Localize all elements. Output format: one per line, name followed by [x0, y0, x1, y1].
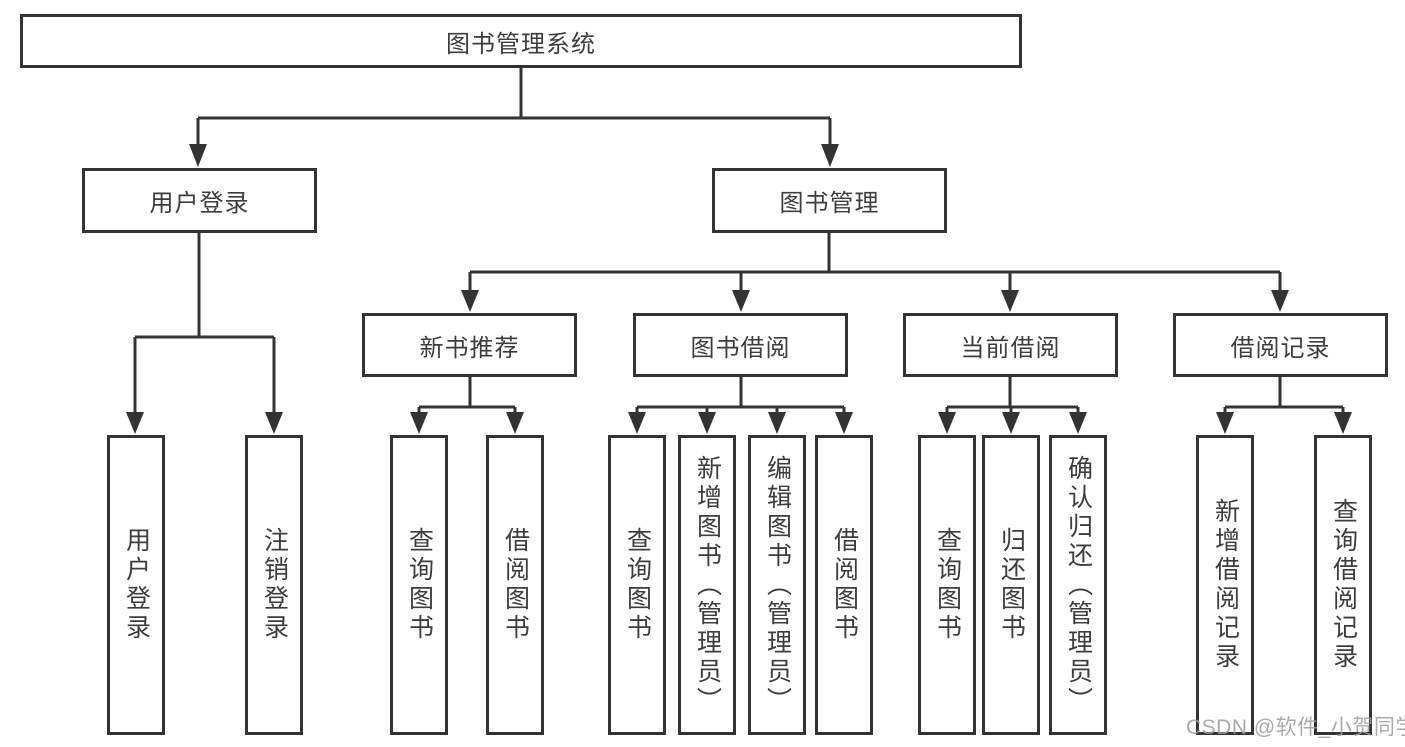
leaf-edit-books-admin-label: 编辑图书（管理员）: [763, 454, 792, 716]
leaf-borrow-books-2: 借阅图书: [815, 435, 873, 735]
leaf-logout-label: 注销登录: [260, 527, 289, 643]
leaf-add-books-admin: 新增图书（管理员）: [678, 435, 736, 735]
leaf-add-borrow-record-label: 新增借阅记录: [1211, 498, 1240, 672]
node-current-borrow: 当前借阅: [903, 313, 1118, 377]
leaf-query-books-3-label: 查询图书: [933, 527, 962, 643]
node-user-login: 用户登录: [82, 168, 317, 233]
leaf-borrow-books-1: 借阅图书: [486, 435, 544, 735]
arrowhead-group: [126, 144, 1352, 434]
leaf-add-borrow-record: 新增借阅记录: [1196, 435, 1254, 735]
leaf-borrow-books-1-label: 借阅图书: [501, 527, 530, 643]
leaf-borrow-books-2-label: 借阅图书: [830, 527, 859, 643]
leaf-confirm-return-admin-label: 确认归还（管理员）: [1064, 454, 1093, 716]
leaf-edit-books-admin: 编辑图书（管理员）: [748, 435, 806, 735]
leaf-user-login-label: 用户登录: [122, 527, 151, 643]
leaf-confirm-return-admin: 确认归还（管理员）: [1049, 435, 1107, 735]
node-user-login-label: 用户登录: [149, 190, 250, 217]
leaf-query-books-2: 查询图书: [608, 435, 666, 735]
leaf-return-books: 归还图书: [982, 435, 1040, 735]
node-book-management-label: 图书管理: [779, 190, 880, 217]
leaf-user-login: 用户登录: [107, 435, 165, 735]
node-book-borrow-label: 图书借阅: [690, 334, 791, 362]
node-new-book-recommend-label: 新书推荐: [419, 334, 520, 362]
node-book-management: 图书管理: [712, 168, 947, 233]
csdn-watermark: CSDN @软件_小贺同学: [1186, 716, 1405, 739]
leaf-query-books-1-label: 查询图书: [405, 527, 434, 643]
leaf-return-books-label: 归还图书: [997, 527, 1026, 643]
leaf-query-borrow-record-label: 查询借阅记录: [1329, 498, 1358, 672]
leaf-query-books-3: 查询图书: [918, 435, 976, 735]
leaf-logout: 注销登录: [245, 435, 303, 735]
node-current-borrow-label: 当前借阅: [960, 334, 1061, 362]
leaf-query-borrow-record: 查询借阅记录: [1314, 435, 1372, 735]
node-borrow-records: 借阅记录: [1173, 313, 1388, 377]
node-library-system: 图书管理系统: [20, 14, 1022, 68]
node-book-borrow: 图书借阅: [633, 313, 848, 377]
node-borrow-records-label: 借阅记录: [1230, 334, 1331, 362]
node-new-book-recommend: 新书推荐: [362, 313, 577, 377]
leaf-query-books-1: 查询图书: [390, 435, 448, 735]
leaf-query-books-2-label: 查询图书: [623, 527, 652, 643]
node-library-system-label: 图书管理系统: [446, 30, 596, 58]
leaf-add-books-admin-label: 新增图书（管理员）: [693, 454, 722, 716]
